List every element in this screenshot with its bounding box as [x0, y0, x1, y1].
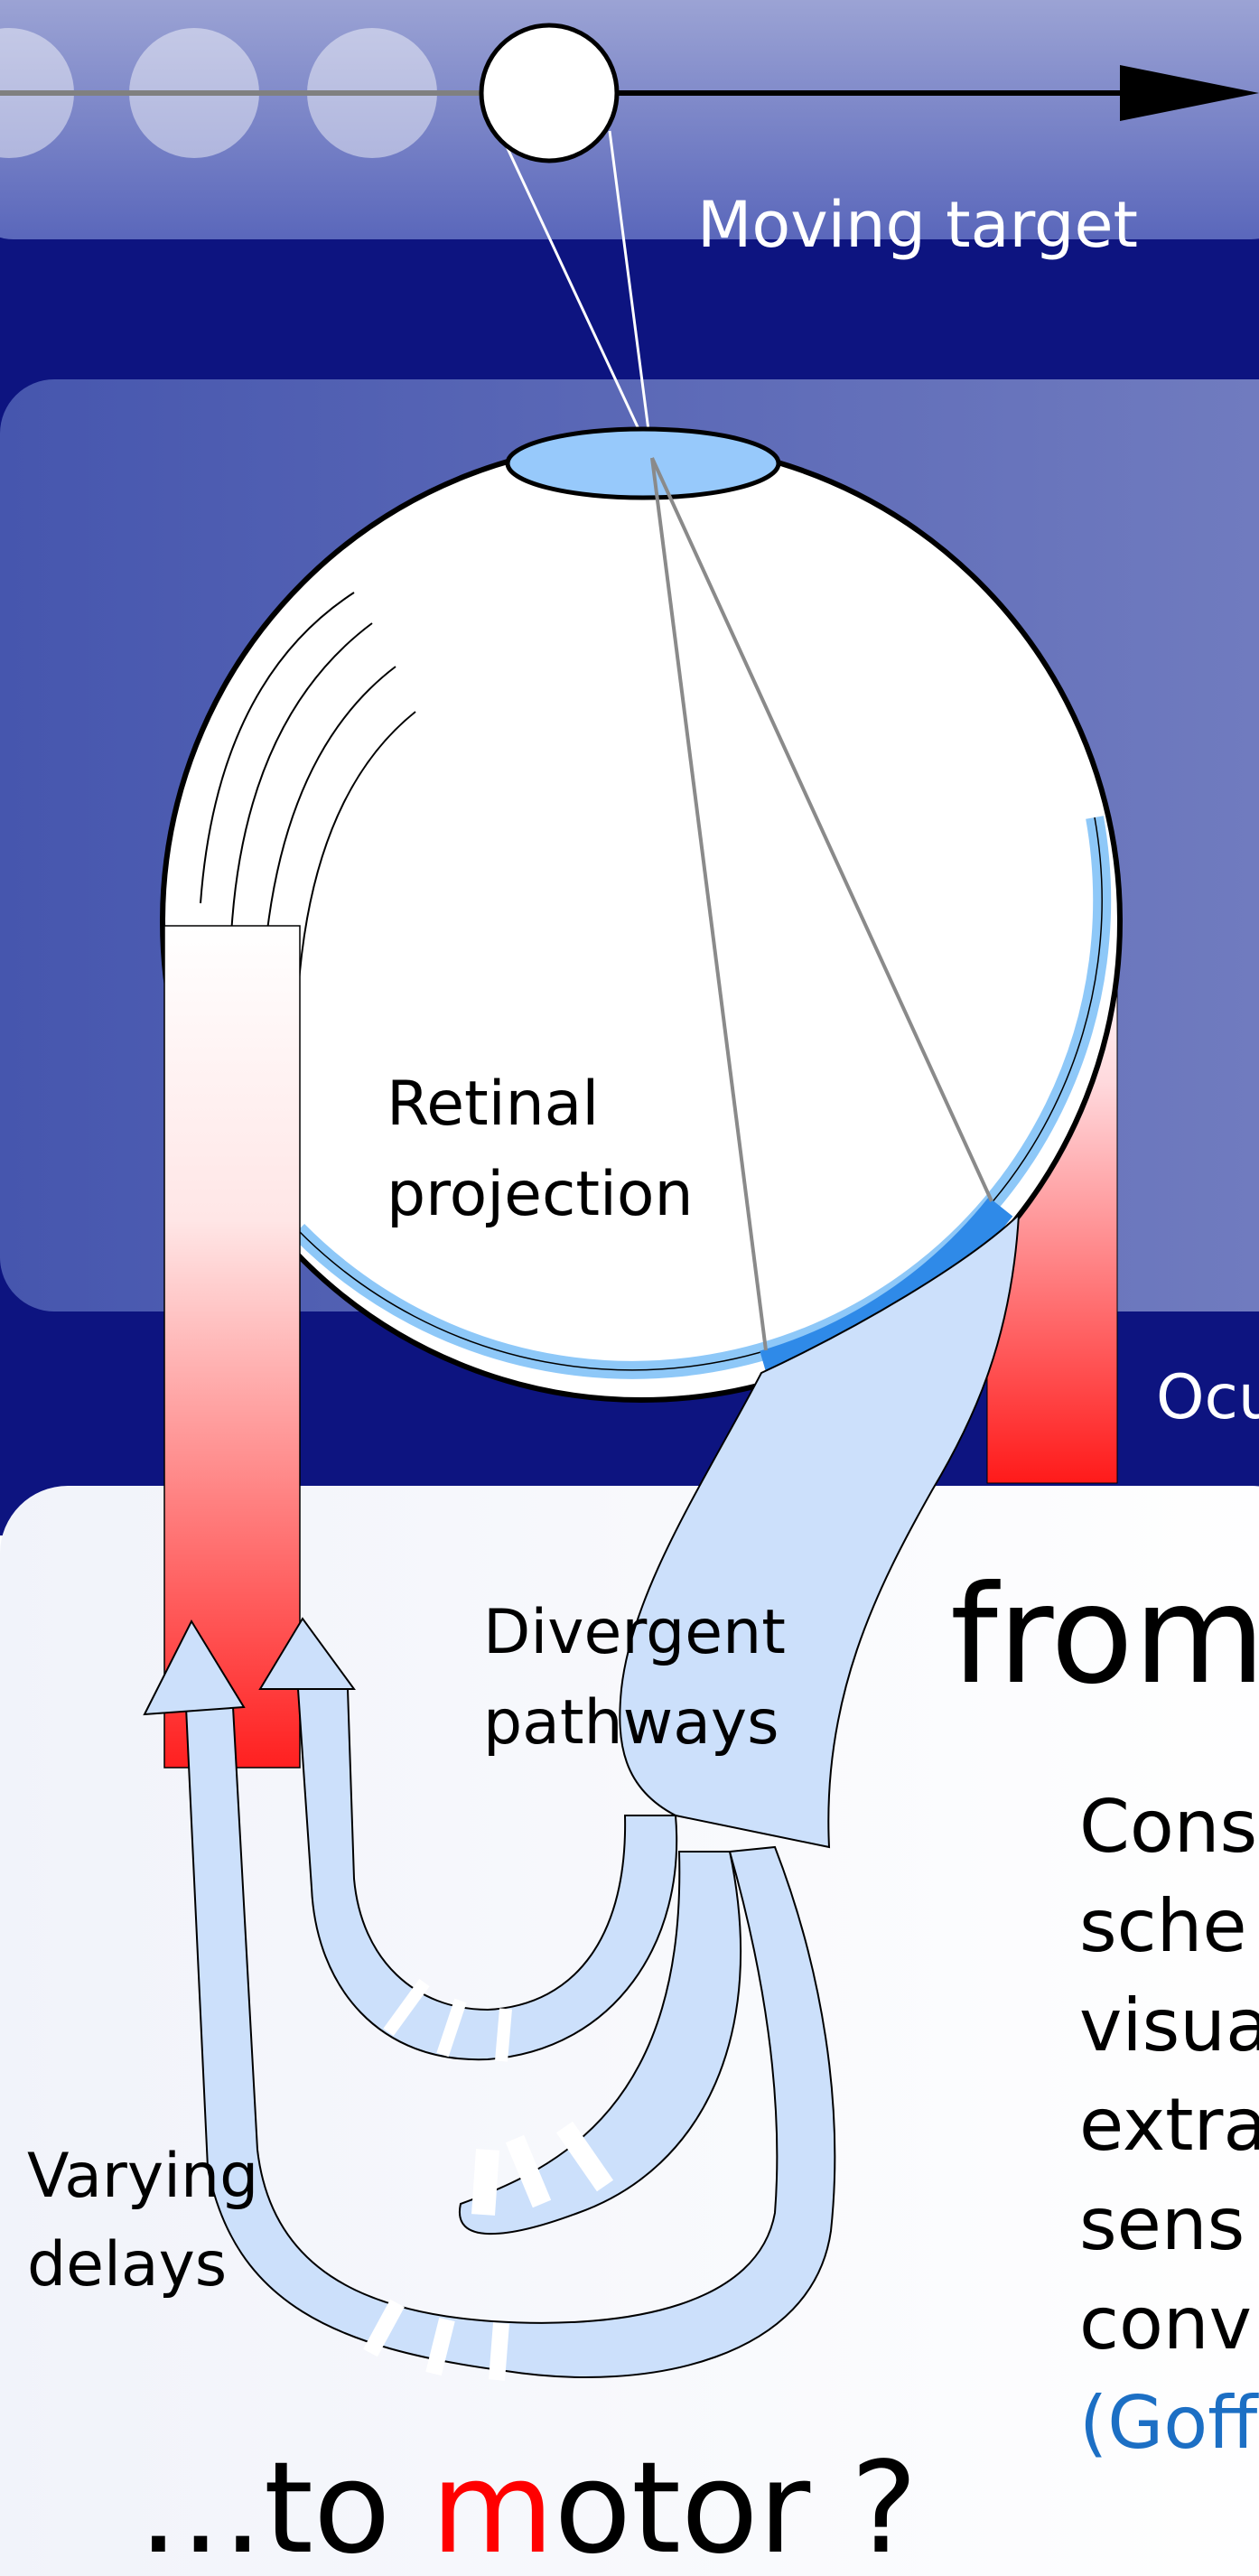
- to-motor-suffix: otor ?: [554, 2435, 918, 2576]
- gap-outer-3: [497, 2323, 501, 2380]
- moving-target-circle: [481, 25, 617, 161]
- to-motor-prefix: …to: [137, 2435, 431, 2576]
- divergent-pathways-label-2: pathways: [483, 1687, 779, 1759]
- to-motor-m: m: [431, 2435, 554, 2576]
- varying-delays-label-2: delays: [27, 2229, 227, 2301]
- side-paragraph: Cons sche visua extra sens conv (Goff: [1079, 1785, 1259, 2465]
- divergent-pathways-label-1: Divergent: [483, 1597, 786, 1668]
- retinal-projection-label-1: Retinal: [387, 1069, 599, 1140]
- side-line-2: sche: [1079, 1884, 1247, 1968]
- from-heading: from: [950, 1557, 1259, 1714]
- side-line-5: sens: [1079, 2182, 1245, 2266]
- side-line-4: extra: [1079, 2083, 1259, 2167]
- moving-target-label: Moving target: [697, 188, 1138, 262]
- retinal-projection-label-2: projection: [387, 1159, 694, 1230]
- side-line-6: conv: [1079, 2282, 1252, 2366]
- citation: (Goff: [1079, 2381, 1259, 2465]
- side-line-1: Cons: [1079, 1785, 1257, 1869]
- varying-delays-label-1: Varying: [27, 2141, 258, 2212]
- gap-inner-3: [501, 2009, 506, 2061]
- lens: [508, 429, 779, 498]
- oculomotor-label: Ocu: [1156, 1362, 1259, 1433]
- to-motor-heading: …to motor ?: [137, 2435, 918, 2576]
- gap-middle-1: [483, 2150, 488, 2215]
- side-line-3: visua: [1079, 1983, 1259, 2067]
